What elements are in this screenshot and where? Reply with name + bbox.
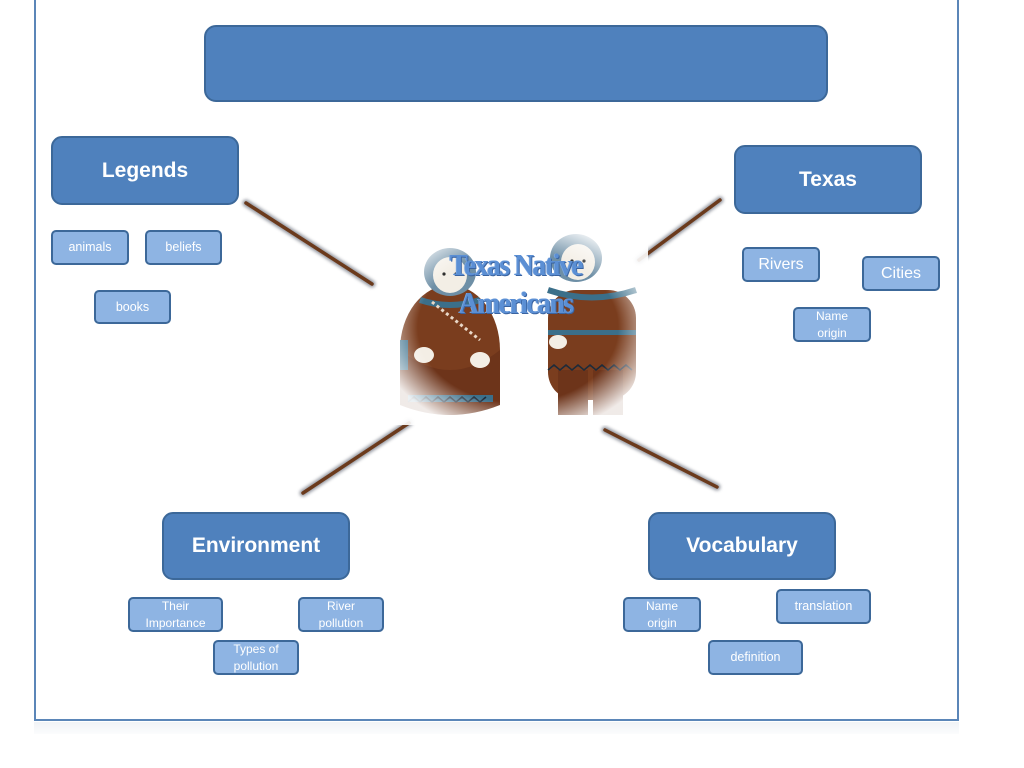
environment-label: Environment: [191, 534, 321, 557]
environment-item-their-importance[interactable]: Their Importance: [128, 597, 223, 632]
connector-environment: [299, 419, 413, 497]
connector-vocabulary: [601, 426, 721, 491]
texas-label: Texas: [799, 167, 857, 191]
title-bar[interactable]: [204, 25, 828, 102]
environment-item-river-pollution-label: River pollution: [318, 599, 364, 630]
legends-item-animals-label: animals: [68, 240, 112, 255]
legends-item-beliefs[interactable]: beliefs: [145, 230, 222, 265]
vocabulary-item-translation-label: translation: [794, 599, 853, 614]
environment-node[interactable]: Environment: [162, 512, 350, 580]
texas-item-name-origin[interactable]: Name origin: [793, 307, 871, 342]
legends-item-books[interactable]: books: [94, 290, 171, 324]
vocabulary-node[interactable]: Vocabulary: [648, 512, 836, 580]
vocabulary-item-definition[interactable]: definition: [708, 640, 803, 675]
legends-item-books-label: books: [115, 299, 150, 314]
vocabulary-item-name-origin[interactable]: Name origin: [623, 597, 701, 632]
center-title: Texas Native Americans: [449, 247, 584, 320]
environment-item-types-of-pollution-label: Types of pollution: [233, 642, 279, 673]
connector-texas: [635, 196, 724, 264]
connector-legends: [242, 199, 376, 288]
legends-item-animals[interactable]: animals: [51, 230, 129, 265]
legends-label: Legends: [101, 158, 189, 182]
vocabulary-item-translation[interactable]: translation: [776, 589, 871, 624]
texas-item-cities[interactable]: Cities: [862, 256, 940, 291]
environment-item-types-of-pollution[interactable]: Types of pollution: [213, 640, 299, 675]
environment-item-river-pollution[interactable]: River pollution: [298, 597, 384, 632]
vocabulary-item-name-origin-label: Name origin: [645, 599, 678, 630]
legends-node[interactable]: Legends: [51, 136, 239, 205]
texas-item-name-origin-label: Name origin: [815, 309, 848, 340]
legends-item-beliefs-label: beliefs: [165, 240, 202, 255]
vocabulary-label: Vocabulary: [686, 534, 798, 557]
environment-item-their-importance-label: Their Importance: [145, 599, 206, 630]
texas-item-cities-label: Cities: [880, 264, 921, 282]
native-americans-illustration: [388, 230, 648, 425]
texas-item-rivers-label: Rivers: [758, 255, 804, 273]
texas-node[interactable]: Texas: [734, 145, 922, 214]
slide-shadow: [34, 722, 959, 734]
texas-item-rivers[interactable]: Rivers: [742, 247, 820, 282]
vocabulary-item-definition-label: definition: [730, 650, 781, 665]
